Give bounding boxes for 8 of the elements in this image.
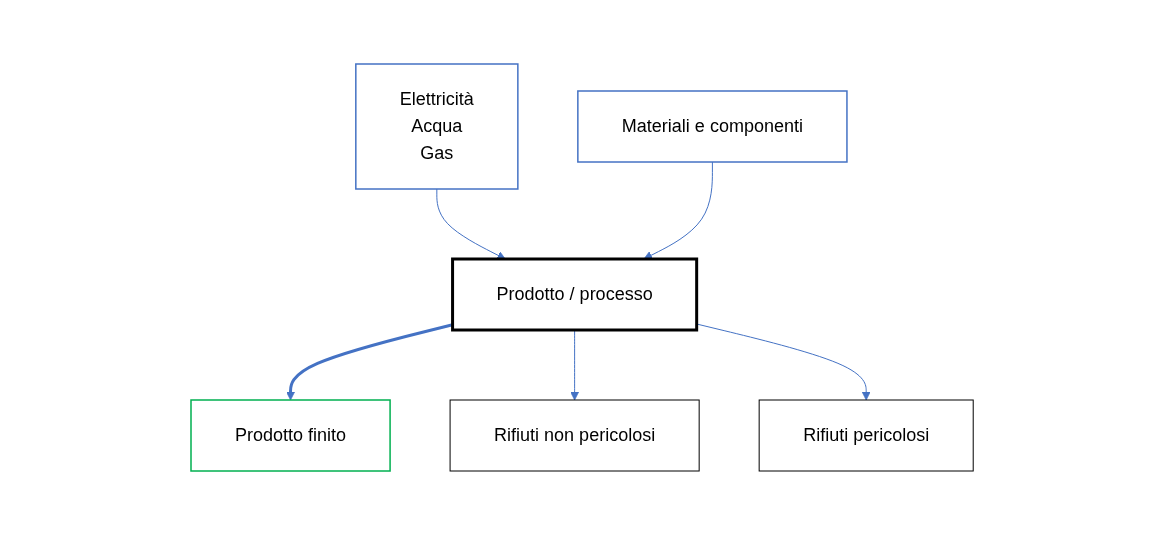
node-box: Materiali e componenti bbox=[577, 90, 849, 163]
node-box: Prodotto finito bbox=[190, 399, 392, 472]
node-box: Elettricità Acqua Gas bbox=[355, 63, 519, 190]
node-box: Rifiuti pericolosi bbox=[759, 399, 975, 472]
node-box: Rifiuti non pericolosi bbox=[449, 399, 701, 472]
arrow bbox=[644, 161, 714, 260]
node-box: Prodotto / processo bbox=[451, 257, 699, 332]
arrow bbox=[436, 188, 507, 260]
